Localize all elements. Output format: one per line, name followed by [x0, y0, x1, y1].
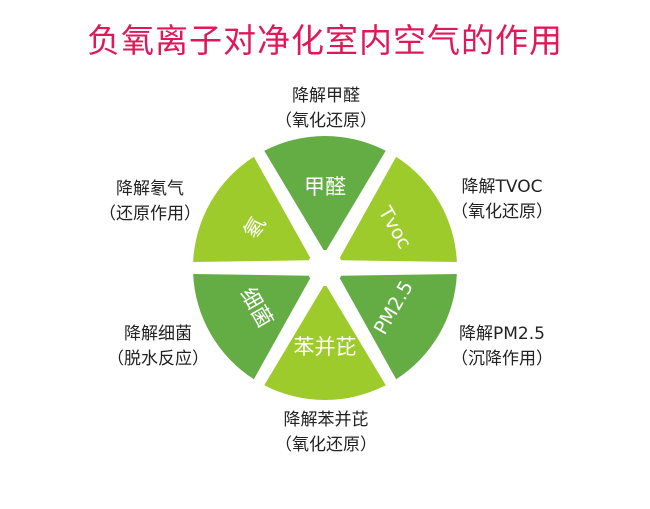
label-pm25-title: 降解PM2.5	[459, 324, 545, 344]
segment-tvoc	[339, 156, 457, 262]
label-bacteria: 降解细菌 （脱水反应）	[88, 322, 228, 372]
label-bacteria-title: 降解细菌	[124, 324, 192, 344]
label-radon-note: （还原作用）	[99, 204, 201, 224]
label-radon: 降解氡气 （还原作用）	[80, 177, 220, 227]
label-benzopyrene-note: （氧化还原）	[275, 435, 377, 455]
label-radon-title: 降解氡气	[116, 179, 184, 199]
diagram-title: 负氧离子对净化室内空气的作用	[87, 21, 563, 60]
label-bacteria-note: （脱水反应）	[107, 349, 209, 369]
segment-radon	[193, 156, 311, 262]
label-tvoc: 降解TVOC （氧化还原）	[432, 175, 572, 225]
segment-formaldehyde	[264, 135, 386, 251]
label-formaldehyde: 降解甲醛 （氧化还原）	[256, 84, 396, 134]
label-tvoc-note: （氧化还原）	[451, 202, 553, 222]
segment-bacteria	[193, 274, 311, 380]
segment-pm25	[339, 274, 457, 380]
label-tvoc-title: 降解TVOC	[461, 177, 543, 197]
label-formaldehyde-title: 降解甲醛	[292, 86, 360, 106]
label-pm25-note: （沉降作用）	[451, 349, 553, 369]
segment-label-benzopyrene: 苯并芘	[294, 335, 357, 359]
center-hub	[314, 257, 336, 279]
label-benzopyrene-title: 降解苯并芘	[283, 410, 369, 430]
label-pm25: 降解PM2.5 （沉降作用）	[432, 322, 572, 372]
segment-benzopyrene	[264, 285, 386, 400]
segment-label-formaldehyde: 甲醛	[304, 175, 346, 199]
label-formaldehyde-note: （氧化还原）	[275, 111, 377, 131]
label-benzopyrene: 降解苯并芘 （氧化还原）	[256, 408, 396, 458]
